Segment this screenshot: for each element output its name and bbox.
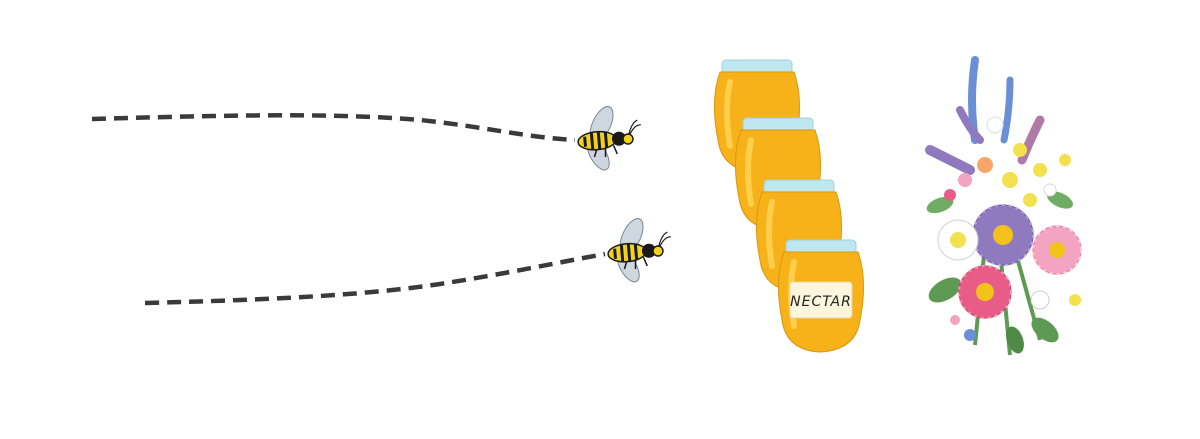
- honey-jar-4: NECTAR: [778, 240, 863, 352]
- bee-icon: [603, 210, 677, 289]
- flower-bouquet-icon: [925, 56, 1082, 356]
- flight-path-bottom: [144, 251, 606, 306]
- jar-label: NECTAR: [790, 294, 852, 310]
- flight-path-top: [91, 113, 576, 143]
- bee-icon: [573, 98, 647, 177]
